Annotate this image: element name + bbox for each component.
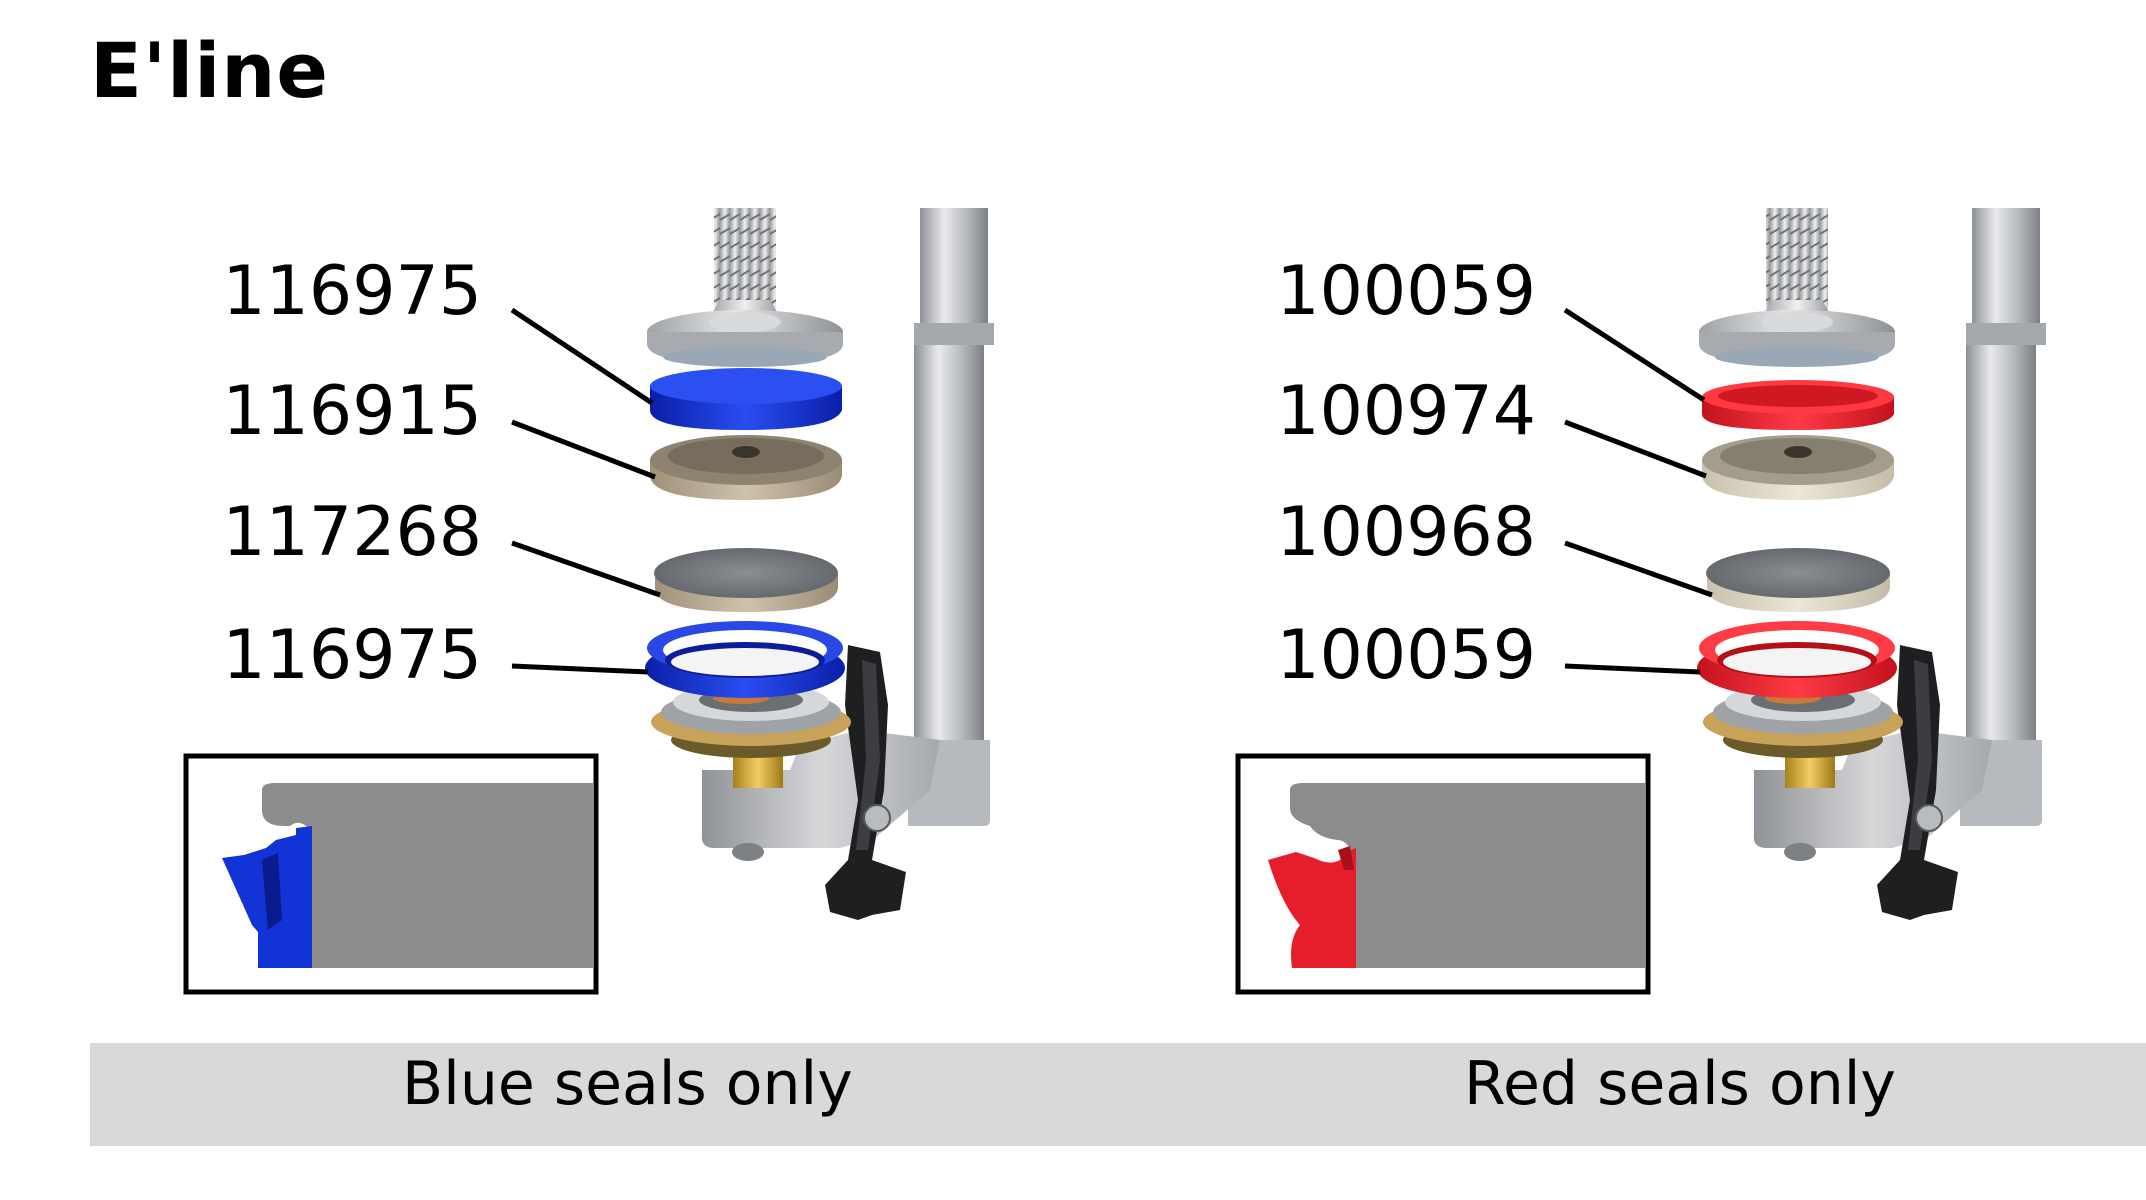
right-part-number-4: 100059 [1276, 616, 1536, 695]
left-bracket [825, 645, 906, 920]
left-part-number-4: 116975 [222, 616, 482, 695]
right-disc [1702, 435, 1894, 500]
left-part-number-1: 116975 [222, 252, 482, 331]
left-pad [654, 548, 838, 612]
left-disc [650, 435, 842, 500]
left-seal-top [650, 368, 842, 430]
right-part-number-1: 100059 [1276, 252, 1536, 331]
right-seal-bottom [1697, 621, 1897, 698]
left-rod [908, 208, 994, 826]
left-part-number-2: 116915 [222, 372, 482, 451]
right-assembly [1563, 208, 2046, 920]
left-seal-bottom [645, 621, 845, 698]
right-pad [1706, 548, 1890, 612]
left-leader-lines [510, 307, 661, 675]
right-part-number-2: 100974 [1276, 372, 1536, 451]
left-section-inset [183, 753, 599, 995]
right-bracket [1877, 645, 1958, 920]
caption-bar [90, 1043, 2146, 1146]
right-part-number-3: 100968 [1276, 493, 1536, 572]
left-caption: Blue seals only [402, 1049, 853, 1119]
right-screw [1699, 208, 1895, 367]
right-leader-lines [1563, 307, 1713, 675]
page-title: E'line [90, 26, 329, 115]
left-part-number-3: 117268 [222, 493, 482, 572]
right-rod [1960, 208, 2046, 826]
left-assembly [510, 208, 994, 920]
right-caption: Red seals only [1464, 1049, 1896, 1119]
right-section-inset [1235, 753, 1651, 995]
right-seal-top [1702, 380, 1894, 430]
left-screw [647, 208, 843, 367]
